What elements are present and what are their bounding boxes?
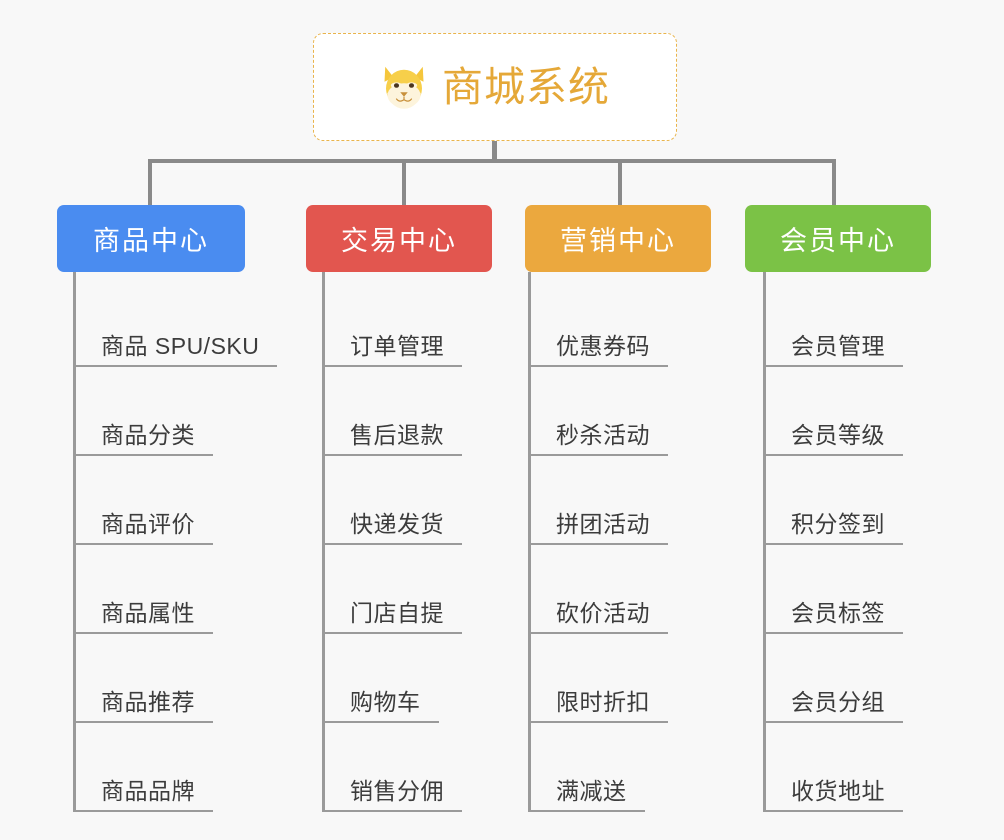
leaf-item[interactable]: 限时折扣 — [528, 634, 668, 723]
leaf-item-label: 秒杀活动 — [556, 421, 650, 448]
connector-drop-marketing-center — [618, 159, 622, 207]
category-label: 营销中心 — [560, 226, 676, 256]
leaf-item[interactable]: 商品 SPU/SKU — [73, 278, 278, 367]
leaf-item[interactable]: 购物车 — [322, 634, 439, 723]
leaf-item[interactable]: 会员管理 — [763, 278, 903, 367]
leaf-item-label: 会员等级 — [791, 421, 885, 448]
leaf-item[interactable]: 销售分佣 — [322, 723, 462, 812]
category-label: 会员中心 — [780, 226, 896, 256]
leaf-item-label: 收货地址 — [791, 777, 885, 804]
leaf-item-label: 会员管理 — [791, 332, 885, 359]
leaf-item-label: 门店自提 — [350, 599, 444, 626]
leaf-item-label: 满减送 — [556, 777, 627, 804]
leaf-trunk-marketing-center — [528, 272, 531, 812]
leaf-item-label: 销售分佣 — [350, 777, 444, 804]
leaf-item-label: 商品评价 — [101, 510, 195, 537]
leaf-item-label: 商品推荐 — [101, 688, 195, 715]
leaf-item[interactable]: 商品属性 — [73, 545, 213, 634]
category-box-product-center[interactable]: 商品中心 — [57, 205, 245, 272]
leaf-item-label: 拼团活动 — [556, 510, 650, 537]
root-node[interactable]: 商城系统 — [313, 33, 677, 141]
category-box-member-center[interactable]: 会员中心 — [745, 205, 931, 272]
category-label: 商品中心 — [93, 226, 209, 256]
leaf-item-label: 售后退款 — [350, 421, 444, 448]
leaf-item[interactable]: 商品品牌 — [73, 723, 213, 812]
category-box-marketing-center[interactable]: 营销中心 — [525, 205, 711, 272]
shiba-dog-face-icon — [384, 66, 424, 109]
connector-drop-member-center — [832, 159, 836, 207]
leaf-item[interactable]: 商品推荐 — [73, 634, 213, 723]
leaf-item[interactable]: 优惠券码 — [528, 278, 668, 367]
leaf-item-label: 订单管理 — [350, 332, 444, 359]
category-box-trade-center[interactable]: 交易中心 — [306, 205, 492, 272]
connector-horizontal-bus — [148, 159, 834, 163]
leaf-item-label: 商品 SPU/SKU — [101, 332, 260, 359]
leaf-item[interactable]: 订单管理 — [322, 278, 462, 367]
leaf-item[interactable]: 售后退款 — [322, 367, 462, 456]
leaf-item[interactable]: 秒杀活动 — [528, 367, 668, 456]
leaf-item[interactable]: 商品分类 — [73, 367, 213, 456]
leaf-item[interactable]: 满减送 — [528, 723, 645, 812]
leaf-item[interactable]: 门店自提 — [322, 545, 462, 634]
leaf-item[interactable]: 会员标签 — [763, 545, 903, 634]
leaf-item[interactable]: 会员等级 — [763, 367, 903, 456]
leaf-item-label: 商品分类 — [101, 421, 195, 448]
leaf-item[interactable]: 积分签到 — [763, 456, 903, 545]
leaf-item-label: 积分签到 — [791, 510, 885, 537]
connector-drop-product-center — [148, 159, 152, 207]
leaf-item-label: 限时折扣 — [556, 688, 650, 715]
leaf-item[interactable]: 拼团活动 — [528, 456, 668, 545]
leaf-item[interactable]: 会员分组 — [763, 634, 903, 723]
leaf-item[interactable]: 快递发货 — [322, 456, 462, 545]
connector-root-stem — [492, 141, 497, 162]
leaf-item[interactable]: 砍价活动 — [528, 545, 668, 634]
leaf-item[interactable]: 商品评价 — [73, 456, 213, 545]
leaf-item-label: 砍价活动 — [556, 599, 650, 626]
root-title: 商城系统 — [442, 63, 610, 110]
leaf-item-label: 会员分组 — [791, 688, 885, 715]
leaf-item-label: 商品品牌 — [101, 777, 195, 804]
category-label: 交易中心 — [341, 226, 457, 256]
leaf-trunk-trade-center — [322, 272, 325, 812]
connector-drop-trade-center — [402, 159, 406, 207]
leaf-item[interactable]: 收货地址 — [763, 723, 903, 812]
leaf-trunk-product-center — [73, 272, 76, 812]
leaf-item-label: 优惠券码 — [556, 332, 650, 359]
leaf-item-label: 购物车 — [350, 688, 421, 715]
leaf-item-label: 会员标签 — [791, 599, 885, 626]
leaf-trunk-member-center — [763, 272, 766, 812]
leaf-item-label: 快递发货 — [350, 510, 444, 537]
leaf-item-label: 商品属性 — [101, 599, 195, 626]
